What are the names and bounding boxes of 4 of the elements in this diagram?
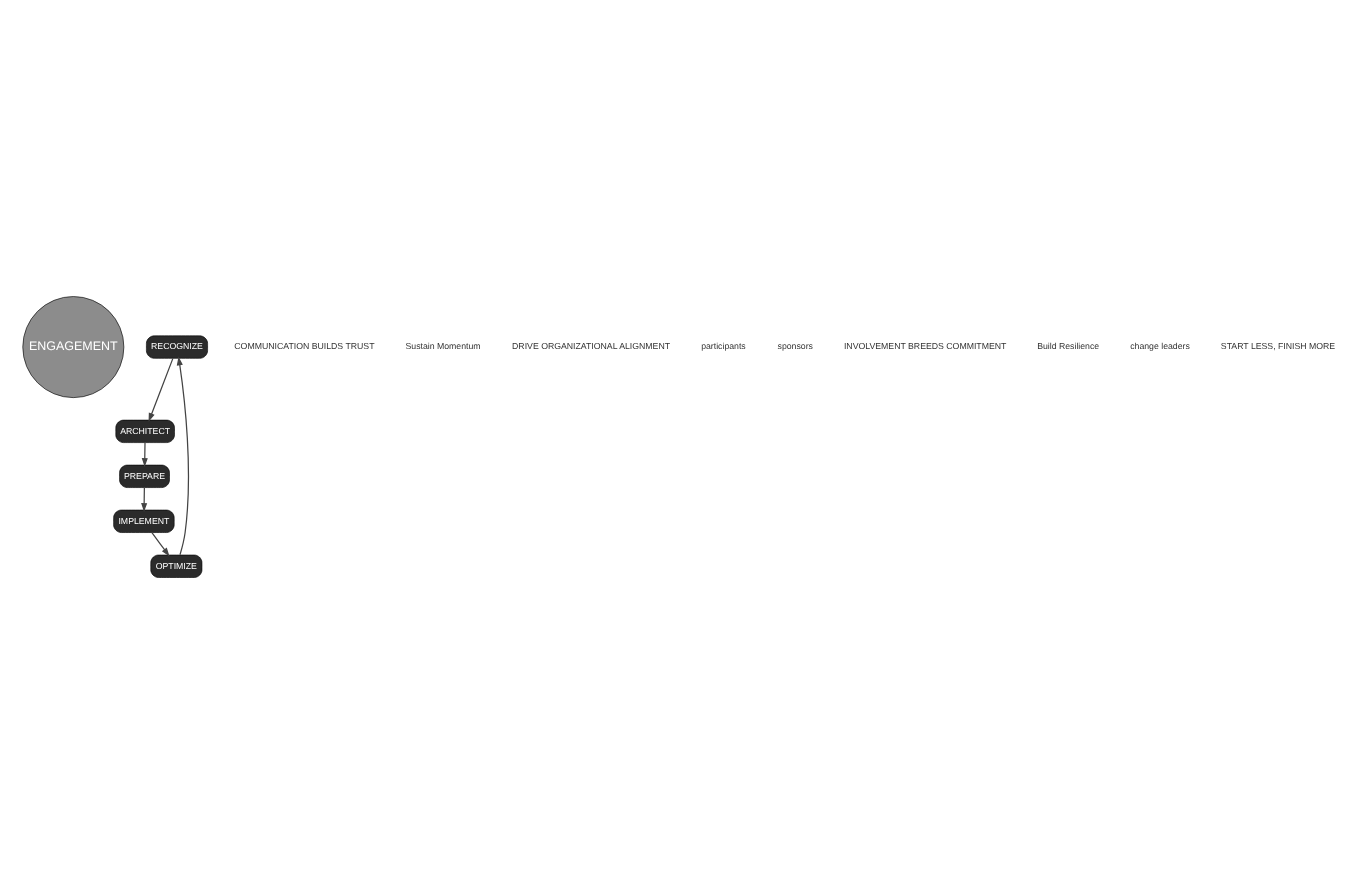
arrow bbox=[176, 356, 190, 556]
arrow bbox=[148, 357, 174, 422]
arrow bbox=[151, 532, 170, 557]
arrow bbox=[141, 442, 148, 467]
